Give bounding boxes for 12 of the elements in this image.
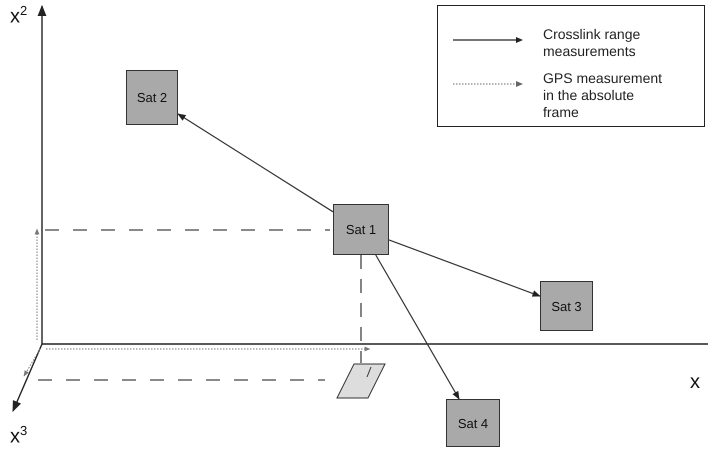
arrow [177, 113, 334, 212]
axis-label: x$^{2}$ [10, 4, 28, 27]
legend-text: GPS measurement in the absolute frame [543, 70, 664, 121]
arrow [375, 254, 460, 400]
arrow [388, 239, 541, 297]
axis-label: x [690, 372, 700, 392]
satellite-box: Sat 3 [540, 281, 593, 331]
satellite-box: Sat 4 [446, 399, 500, 447]
axis-label: x$^{3}$ [10, 424, 28, 447]
satellite-box: Sat 2 [126, 70, 178, 125]
legend-text: Crosslink range measurements [543, 26, 642, 60]
satellite-box: Sat 1 [333, 204, 389, 255]
